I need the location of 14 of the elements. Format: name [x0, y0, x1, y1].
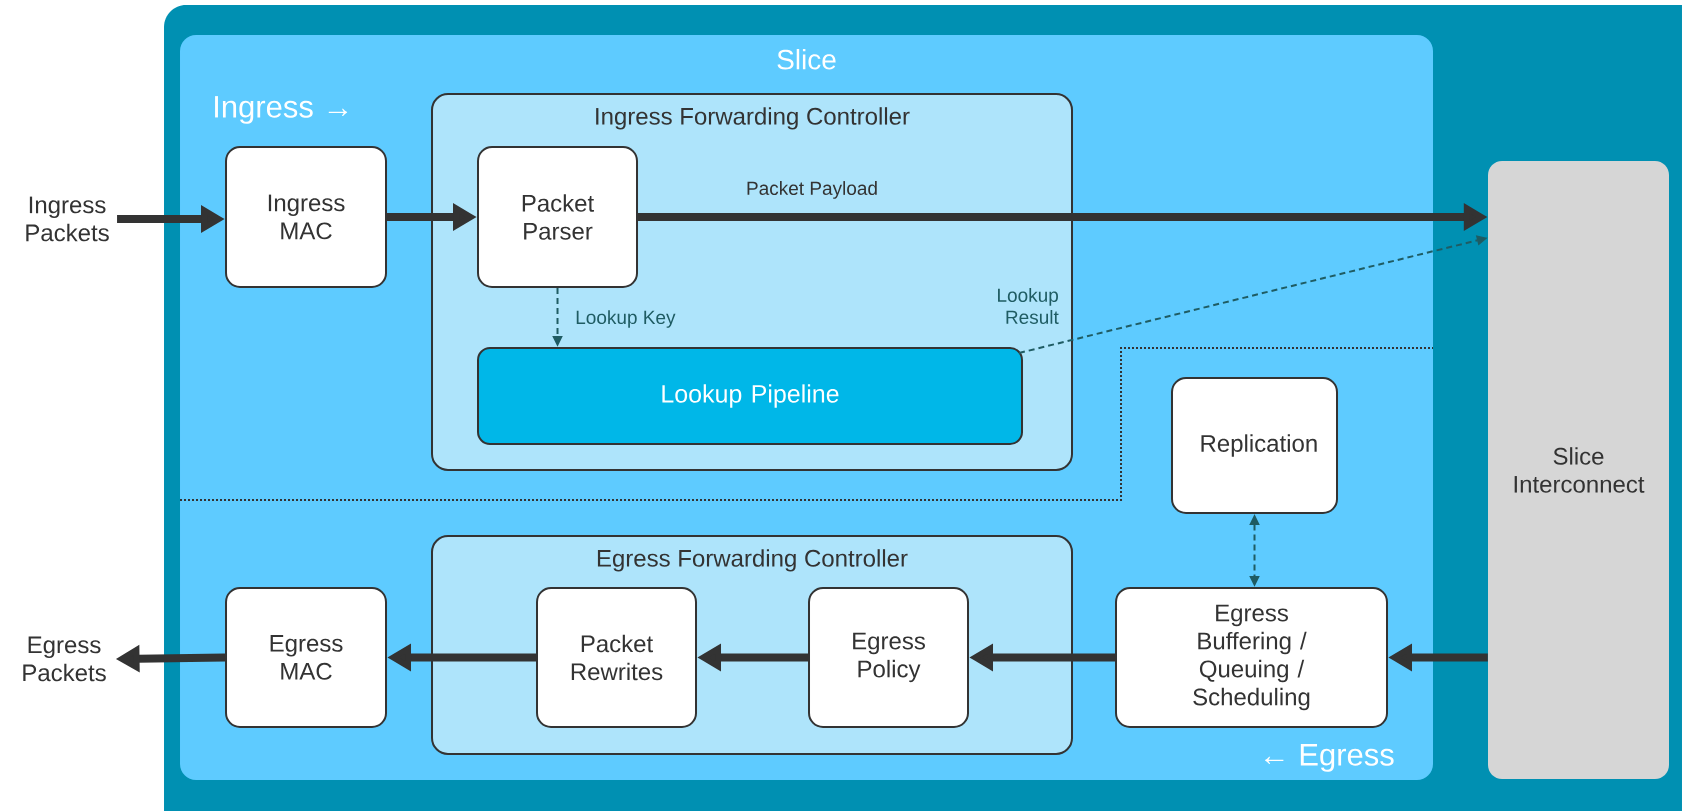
process-box: Egress MAC — [225, 587, 387, 728]
pipeline-box: Lookup Pipeline — [477, 347, 1023, 445]
process-box: Egress Policy — [808, 587, 969, 728]
edge-label: Lookup Key — [576, 310, 676, 328]
edge-label: Lookup Result — [998, 288, 1059, 324]
process-box: Egress Buffering / Queuing / Scheduling — [1115, 587, 1388, 728]
process-box: Packet Rewrites — [536, 587, 697, 728]
port-label: Ingress Packets — [26, 196, 109, 242]
interconnect-box: Slice Interconnect — [1488, 161, 1669, 779]
process-box: Ingress MAC — [225, 146, 387, 288]
edge-label: Packet Payload — [747, 181, 877, 199]
port-label: Egress Packets — [23, 636, 106, 682]
process-box: Packet Parser — [477, 146, 638, 288]
process-box: Replication — [1171, 377, 1338, 514]
